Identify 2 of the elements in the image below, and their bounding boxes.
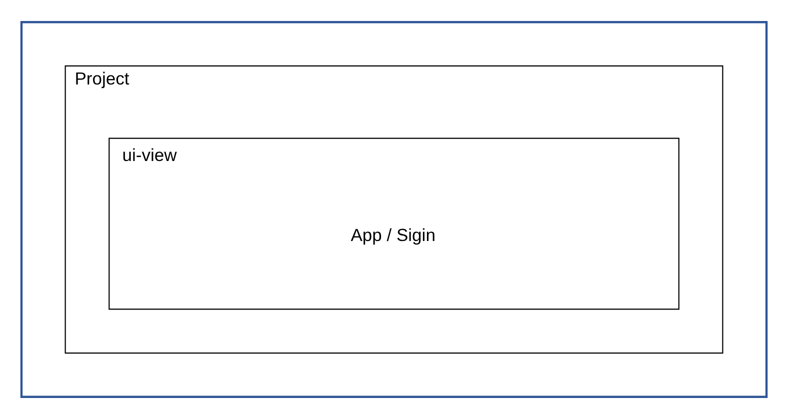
cluster xyxy=(20,20,768,398)
node-box: ui-view App / Sigin xyxy=(108,137,680,310)
